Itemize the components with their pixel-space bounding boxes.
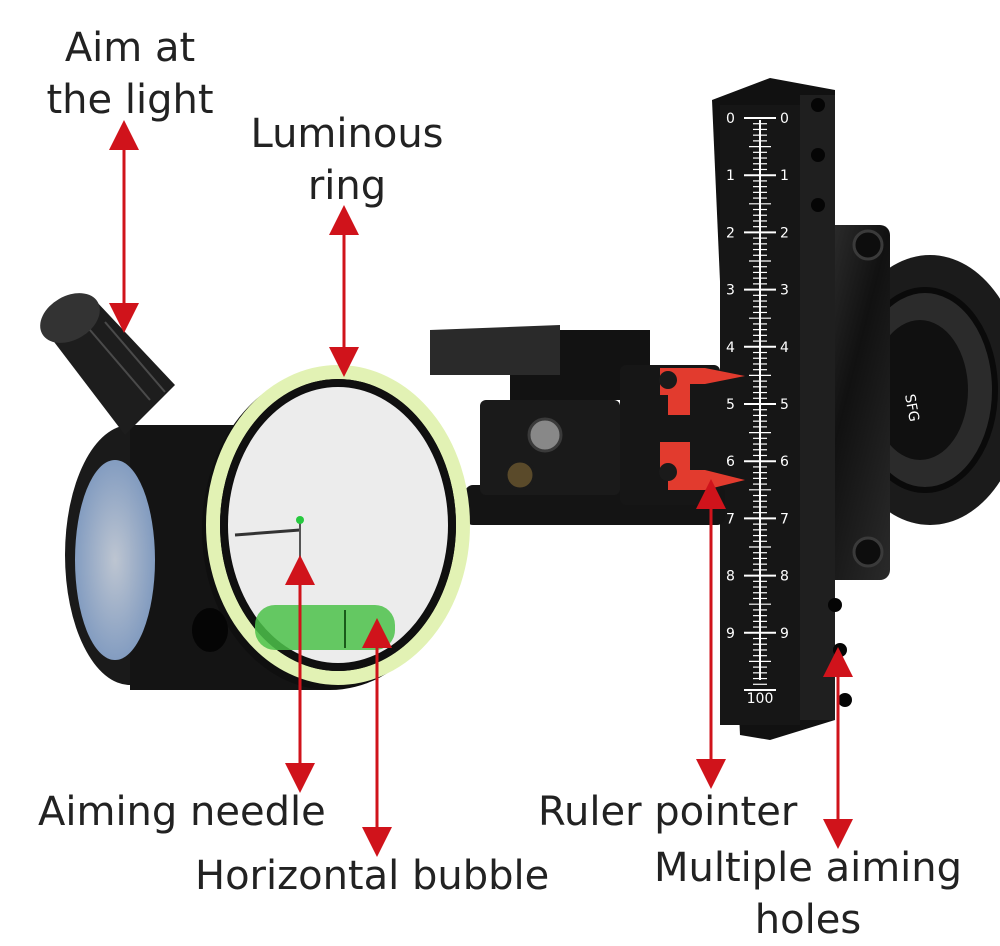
callout-line: the light — [46, 77, 214, 123]
bubble-level-icon — [255, 605, 395, 650]
callout-line: Aim at — [64, 25, 196, 71]
ruler-number: 8 — [726, 569, 735, 585]
adjustment-lever — [430, 325, 560, 375]
callout-aiming-holes: Multiple aiming holes — [638, 842, 978, 946]
ruler-pointer-icon — [659, 368, 745, 490]
light-knob-icon — [40, 293, 175, 435]
ruler-number: 0 — [780, 111, 789, 127]
ruler-number: 7 — [780, 511, 789, 527]
ruler-number: 2 — [726, 225, 735, 241]
ruler-number: 3 — [780, 283, 789, 299]
ruler-number: 3 — [726, 283, 735, 299]
sfg-logo: SFG — [901, 393, 922, 423]
ruler-number: 6 — [780, 454, 789, 470]
callout-line: ring — [307, 163, 387, 209]
ruler-number: 9 — [780, 626, 789, 642]
ruler-number: 2 — [780, 225, 789, 241]
ruler-number: 100 — [747, 691, 774, 707]
callout-line: Multiple aiming — [653, 845, 963, 891]
ruler-number: 7 — [726, 511, 735, 527]
callout-aiming-needle: Aiming needle — [38, 789, 326, 835]
callout-line: holes — [754, 897, 862, 943]
ruler-number: 6 — [726, 454, 735, 470]
callout-line: Luminous — [250, 111, 444, 157]
callout-luminous-ring: Luminous ring — [232, 108, 462, 212]
ruler-number: 1 — [780, 168, 789, 184]
ruler-number: 1 — [726, 168, 735, 184]
aiming-hole-icon — [833, 643, 847, 657]
callout-aim-at-light: Aim at the light — [40, 22, 220, 126]
callout-ruler-pointer: Ruler pointer — [538, 789, 798, 835]
ruler-number: 0 — [726, 111, 735, 127]
aiming-hole-icon — [838, 693, 852, 707]
ruler-number: 8 — [780, 569, 789, 585]
mount-screw-icon — [852, 536, 884, 568]
ruler-number: 5 — [780, 397, 789, 413]
ruler-number: 4 — [726, 340, 735, 356]
ruler-number: 5 — [726, 397, 735, 413]
yardage-ruler: 0 0 1 1 2 2 3 3 4 4 5 5 6 6 7 7 8 8 9 9 100 — [712, 78, 852, 740]
screw-icon — [504, 459, 536, 491]
aiming-needle-icon — [296, 516, 304, 524]
gear-knob-icon — [527, 417, 563, 453]
ruler-number: 4 — [780, 340, 789, 356]
luminous-ring — [206, 365, 470, 685]
mount-screw-icon — [852, 229, 884, 261]
aiming-hole-icon — [828, 598, 842, 612]
callout-arrows — [109, 120, 853, 857]
ruler-number: 9 — [726, 626, 735, 642]
callout-horizontal-bubble: Horizontal bubble — [195, 853, 550, 899]
